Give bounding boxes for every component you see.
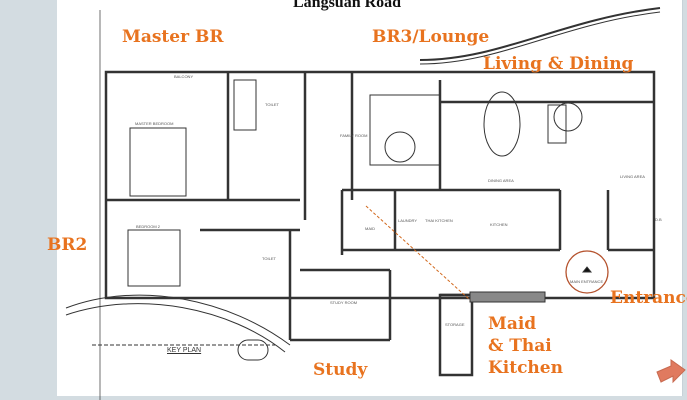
room-label-master-bedroom: MASTER BEDROOM bbox=[135, 121, 174, 126]
outer-wall bbox=[104, 70, 656, 300]
room-label-balcony: BALCONY bbox=[174, 74, 194, 79]
room-label-toilet-2: TOILET bbox=[262, 256, 276, 261]
label-maid-thai-kitchen: Maid & Thai Kitchen bbox=[488, 313, 563, 379]
slide bbox=[57, 0, 683, 396]
room-label-bedroom-2: BEDROOM 2 bbox=[136, 224, 161, 229]
label-maid-line-2: & Thai bbox=[488, 336, 552, 356]
label-br2: BR2 bbox=[47, 235, 88, 255]
room-label-storage: STORAGE bbox=[445, 322, 465, 327]
key-plan-label: KEY PLAN bbox=[167, 347, 202, 354]
room-label-toilet: TOILET bbox=[265, 102, 279, 107]
room-label-study-room: STUDY ROOM bbox=[330, 300, 358, 305]
room-label-kitchen: KITCHEN bbox=[490, 222, 508, 227]
room-label-laundry: LAUNDRY bbox=[398, 218, 418, 223]
road-title: Langsuan Road bbox=[293, 0, 402, 11]
room-label-dining-area: DINING AREA bbox=[488, 178, 514, 183]
room-label-main-entrance: MAIN ENTRANCE bbox=[570, 279, 604, 284]
walls bbox=[104, 70, 656, 377]
label-master-br: Master BR bbox=[122, 27, 224, 47]
room-label-maid: MAID bbox=[365, 226, 375, 231]
label-maid-line-3: Kitchen bbox=[488, 358, 563, 378]
room-label-family-room: FAMILY ROOM bbox=[340, 133, 368, 138]
label-br3-lounge: BR3/Lounge bbox=[372, 27, 490, 47]
label-maid-line-1: Maid bbox=[488, 314, 537, 334]
room-label-thai-kitchen: THAI KITCHEN bbox=[425, 218, 453, 223]
next-slide-arrow-icon[interactable] bbox=[655, 358, 687, 386]
label-study: Study bbox=[313, 360, 368, 380]
room-label-db: D.B bbox=[655, 217, 662, 222]
label-living-dining: Living & Dining bbox=[483, 54, 634, 74]
room-label-living-area: LIVING AREA bbox=[620, 174, 645, 179]
label-entrance: Entrance bbox=[610, 288, 687, 308]
